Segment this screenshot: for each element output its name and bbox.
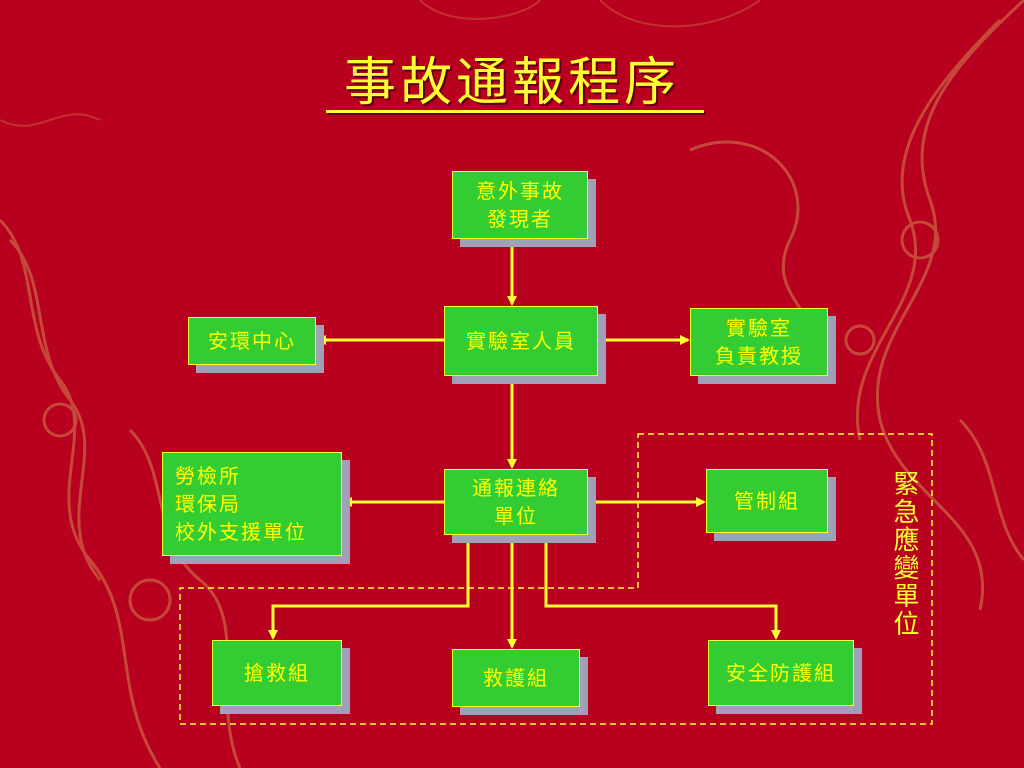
dragon-right-decoration — [689, 0, 1024, 611]
emergency-boundary — [179, 433, 933, 725]
arrow-notify-to-protection — [544, 534, 781, 640]
node-lab-staff: 實驗室人員 — [444, 306, 598, 376]
node-control-group: 管制組 — [706, 469, 828, 533]
page-title: 事故通報程序 — [343, 53, 680, 113]
title-underline — [326, 110, 704, 113]
cloud-decoration — [0, 0, 761, 127]
node-safety-center: 安環中心 — [188, 317, 316, 365]
node-protection-group: 安全防護組 — [708, 640, 854, 706]
node-aid-group: 救護組 — [452, 649, 580, 707]
node-discoverer: 意外事故 發現者 — [452, 171, 588, 239]
node-notify-unit: 通報連絡 單位 — [444, 469, 588, 535]
arrow-notify-to-rescue — [268, 534, 470, 640]
dragon-left-decoration — [0, 218, 242, 768]
emergency-unit-label: 緊急應變單位 — [889, 470, 919, 638]
node-lab-professor: 實驗室 負責教授 — [690, 308, 828, 376]
node-rescue-group: 搶救組 — [212, 640, 342, 706]
node-external-units: 勞檢所 環保局 校外支援單位 — [162, 452, 342, 556]
